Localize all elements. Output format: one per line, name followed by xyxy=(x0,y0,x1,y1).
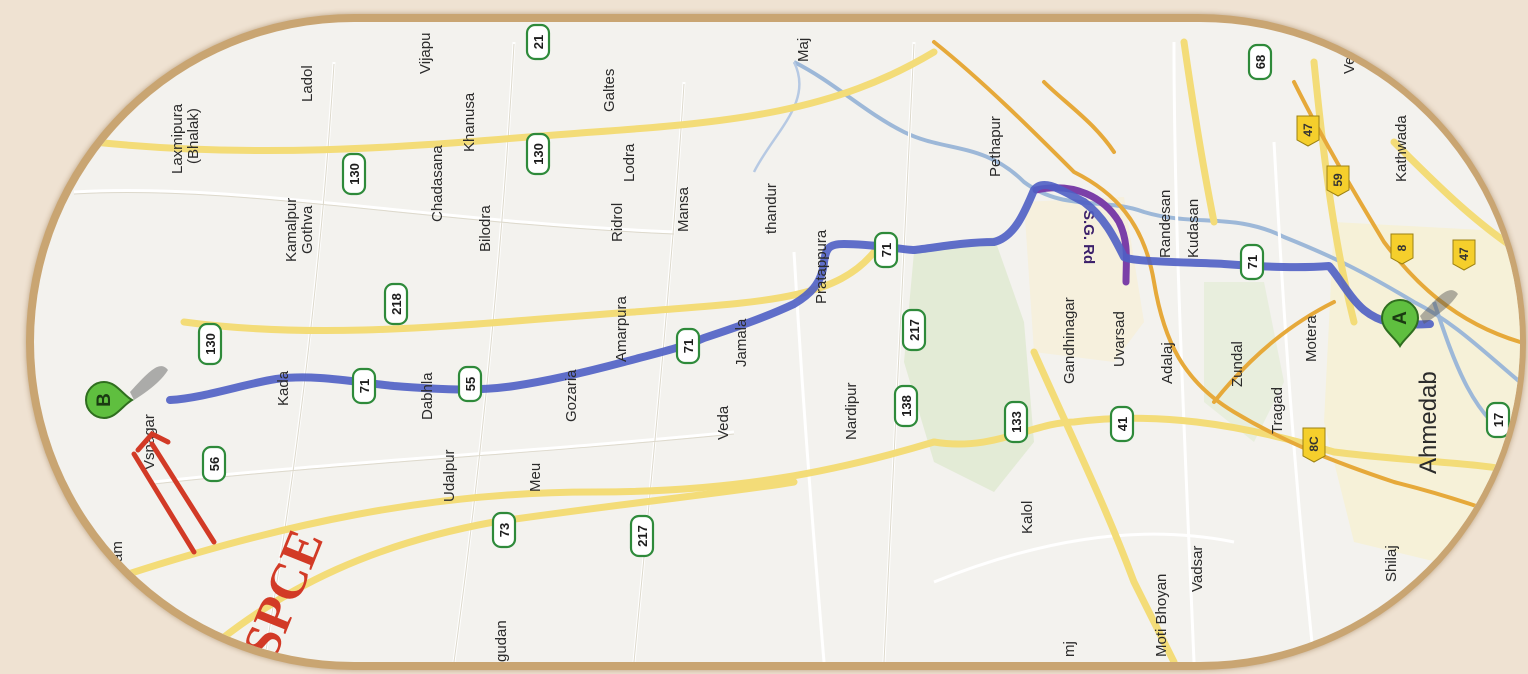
place-label: Meu xyxy=(527,463,544,492)
place-label: (Bhalak) xyxy=(185,108,202,164)
place-label: Bilodra xyxy=(477,205,494,252)
place-label: Kalol xyxy=(1019,501,1036,534)
place-label: Nardipur xyxy=(843,382,860,440)
place-label: Jamala xyxy=(733,318,750,367)
highway-number: 218 xyxy=(389,293,404,315)
map-canvas[interactable]: S.G. Rd Laxmipura (Bhalak) Ladol Vijapu … xyxy=(34,22,1520,662)
end-marker-label: B xyxy=(94,393,115,407)
place-label: Udalpur xyxy=(441,449,458,502)
place-label: gudan xyxy=(493,620,510,662)
place-labels: Laxmipura (Bhalak) Ladol Vijapu Kamalpur… xyxy=(109,33,1442,662)
place-label: Kudasan xyxy=(1185,199,1202,258)
place-label: Kamalpur xyxy=(283,198,300,262)
highway-number: 138 xyxy=(899,395,914,417)
place-label: Gothva xyxy=(299,205,316,254)
place-label: Amarpura xyxy=(613,295,630,362)
place-label: Ridrol xyxy=(609,203,626,242)
place-label: Vsnagar xyxy=(141,414,158,470)
highway-number: 130 xyxy=(347,163,362,185)
state-highway-shields: 130 130 130 218 71 55 71 71 217 138 133 … xyxy=(197,23,1511,558)
place-label: Moti Bhoyan xyxy=(1153,574,1170,657)
place-label: Gozaria xyxy=(563,369,580,422)
place-label: Kada xyxy=(275,370,292,406)
place-label: am xyxy=(109,541,126,562)
place-label: Adalaj xyxy=(1159,342,1176,384)
highway-number: 68 xyxy=(1253,55,1268,69)
place-label: Uvarsad xyxy=(1111,311,1128,367)
ring-road-label: S.G. Rd xyxy=(1080,210,1097,264)
place-label: Gandhinagar xyxy=(1061,297,1078,384)
watermark-text: SPCE xyxy=(232,522,335,662)
highway-number: 217 xyxy=(635,525,650,547)
river xyxy=(793,60,1520,384)
park-area xyxy=(1204,282,1284,442)
place-label: thandur xyxy=(763,183,780,234)
national-highway-shields: 47 59 8 47 8C xyxy=(1296,115,1476,463)
start-marker[interactable]: A xyxy=(1380,290,1458,348)
place-label: Ahmedab xyxy=(1415,371,1442,474)
place-label: Vijapu xyxy=(417,33,434,74)
highway-number: 56 xyxy=(207,457,222,471)
place-label: Galtes xyxy=(601,69,618,112)
highway-number: 21 xyxy=(531,35,546,49)
highway-number: 71 xyxy=(879,243,894,257)
highway-number: 71 xyxy=(1245,255,1260,269)
place-label: Ve xyxy=(1341,56,1358,74)
place-label: Randesan xyxy=(1157,190,1174,258)
highway-number: 130 xyxy=(203,333,218,355)
highway-number: 8C xyxy=(1307,436,1321,452)
place-label: Vadsar xyxy=(1189,546,1206,592)
place-label: Shilaj xyxy=(1383,545,1400,582)
park-area xyxy=(904,237,1034,492)
place-label: Tragad xyxy=(1269,387,1286,434)
place-label: Kathwada xyxy=(1393,115,1410,182)
highway-number: 47 xyxy=(1457,247,1471,261)
highway-number: 8 xyxy=(1395,244,1409,251)
highway-number: 73 xyxy=(497,523,512,537)
route-line xyxy=(166,180,1434,404)
highway-number: 17 xyxy=(1491,413,1506,427)
highway-number: 130 xyxy=(531,143,546,165)
highway-number: 41 xyxy=(1115,417,1130,431)
highway-number: 59 xyxy=(1331,173,1345,187)
highway-number: 71 xyxy=(681,339,696,353)
start-marker-label: A xyxy=(1390,311,1411,325)
expressways xyxy=(932,40,1520,524)
place-label: Motera xyxy=(1303,315,1320,362)
place-label: Ladol xyxy=(299,65,316,102)
highway-number: 133 xyxy=(1009,411,1024,433)
highway-number: 47 xyxy=(1301,123,1315,137)
highway-number: 55 xyxy=(463,377,478,391)
river xyxy=(752,61,801,173)
place-label: Khanusa xyxy=(461,92,478,152)
place-label: Lodra xyxy=(621,143,638,182)
place-label: Dabhla xyxy=(419,372,436,420)
place-label: mj xyxy=(1061,641,1078,657)
place-label: Veda xyxy=(715,405,732,440)
place-label: Pratappura xyxy=(813,229,830,304)
place-label: Chadasana xyxy=(429,145,446,222)
route-map[interactable]: S.G. Rd Laxmipura (Bhalak) Ladol Vijapu … xyxy=(34,22,1520,662)
place-label: Pethapur xyxy=(987,116,1004,177)
place-label: Maj xyxy=(795,38,812,62)
end-marker[interactable]: B xyxy=(85,366,168,420)
place-label: Laxmipura xyxy=(169,103,186,174)
place-label: Mansa xyxy=(675,186,692,232)
place-label: da xyxy=(1371,625,1388,642)
highway-number: 71 xyxy=(357,379,372,393)
highway-number: 217 xyxy=(907,319,922,341)
place-label: Zundal xyxy=(1229,341,1246,387)
